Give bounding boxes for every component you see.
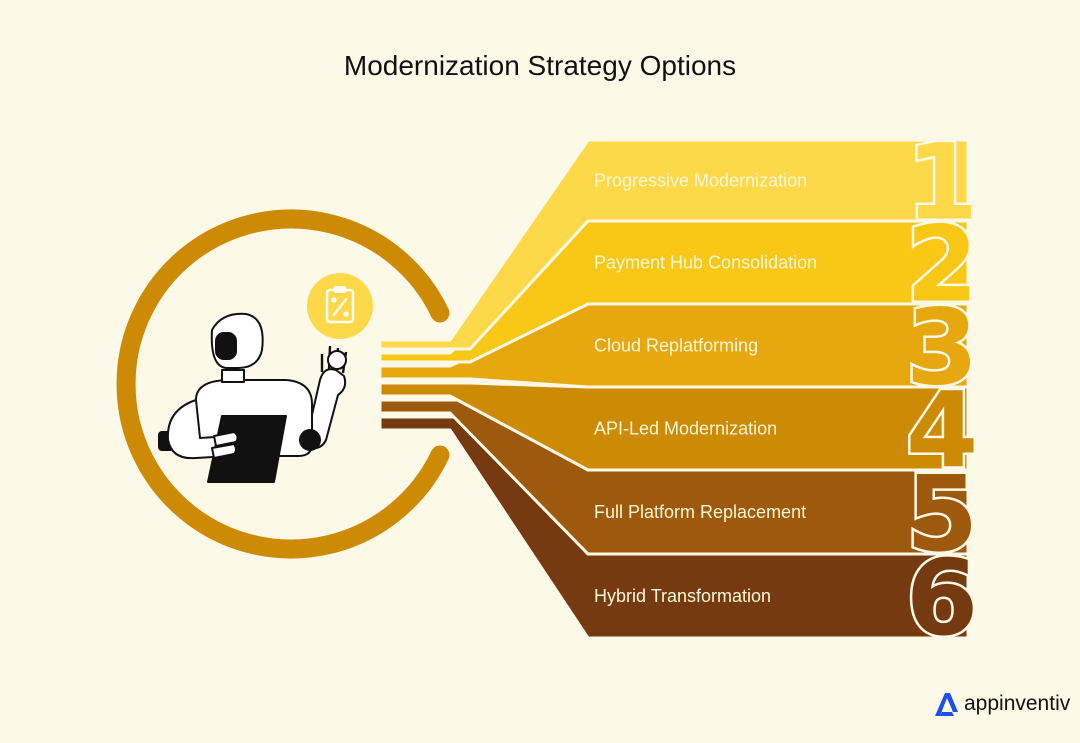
strategy-bands: Hybrid Transformation 6 Full Platform Repl… [378, 119, 981, 662]
appinventiv-logo-icon [935, 693, 958, 716]
strategy-band-4 [378, 381, 970, 472]
strategy-band-1 [378, 138, 970, 351]
strategy-number-6: 6 [906, 537, 978, 659]
strategy-label-1: Progressive Modernization [594, 171, 807, 191]
clipboard-icon [307, 273, 373, 339]
brand-name: appinventiv [964, 692, 1071, 715]
strategy-label-3: Cloud Replatforming [594, 336, 758, 356]
page-title: Modernization Strategy Options [343, 50, 737, 81]
strategy-number-1: 1 [906, 122, 978, 244]
strategy-number-5: 5 [906, 453, 978, 575]
strategy-label-6: Hybrid Transformation [594, 586, 771, 606]
strategy-label-5: Full Platform Replacement [594, 502, 806, 522]
ring-arc [116, 209, 450, 559]
strategy-label-2: Payment Hub Consolidation [594, 253, 817, 273]
brand-logo: appinventiv [932, 690, 1070, 718]
strategy-label-4: API-Led Modernization [594, 419, 777, 439]
robot-icon [158, 312, 348, 483]
